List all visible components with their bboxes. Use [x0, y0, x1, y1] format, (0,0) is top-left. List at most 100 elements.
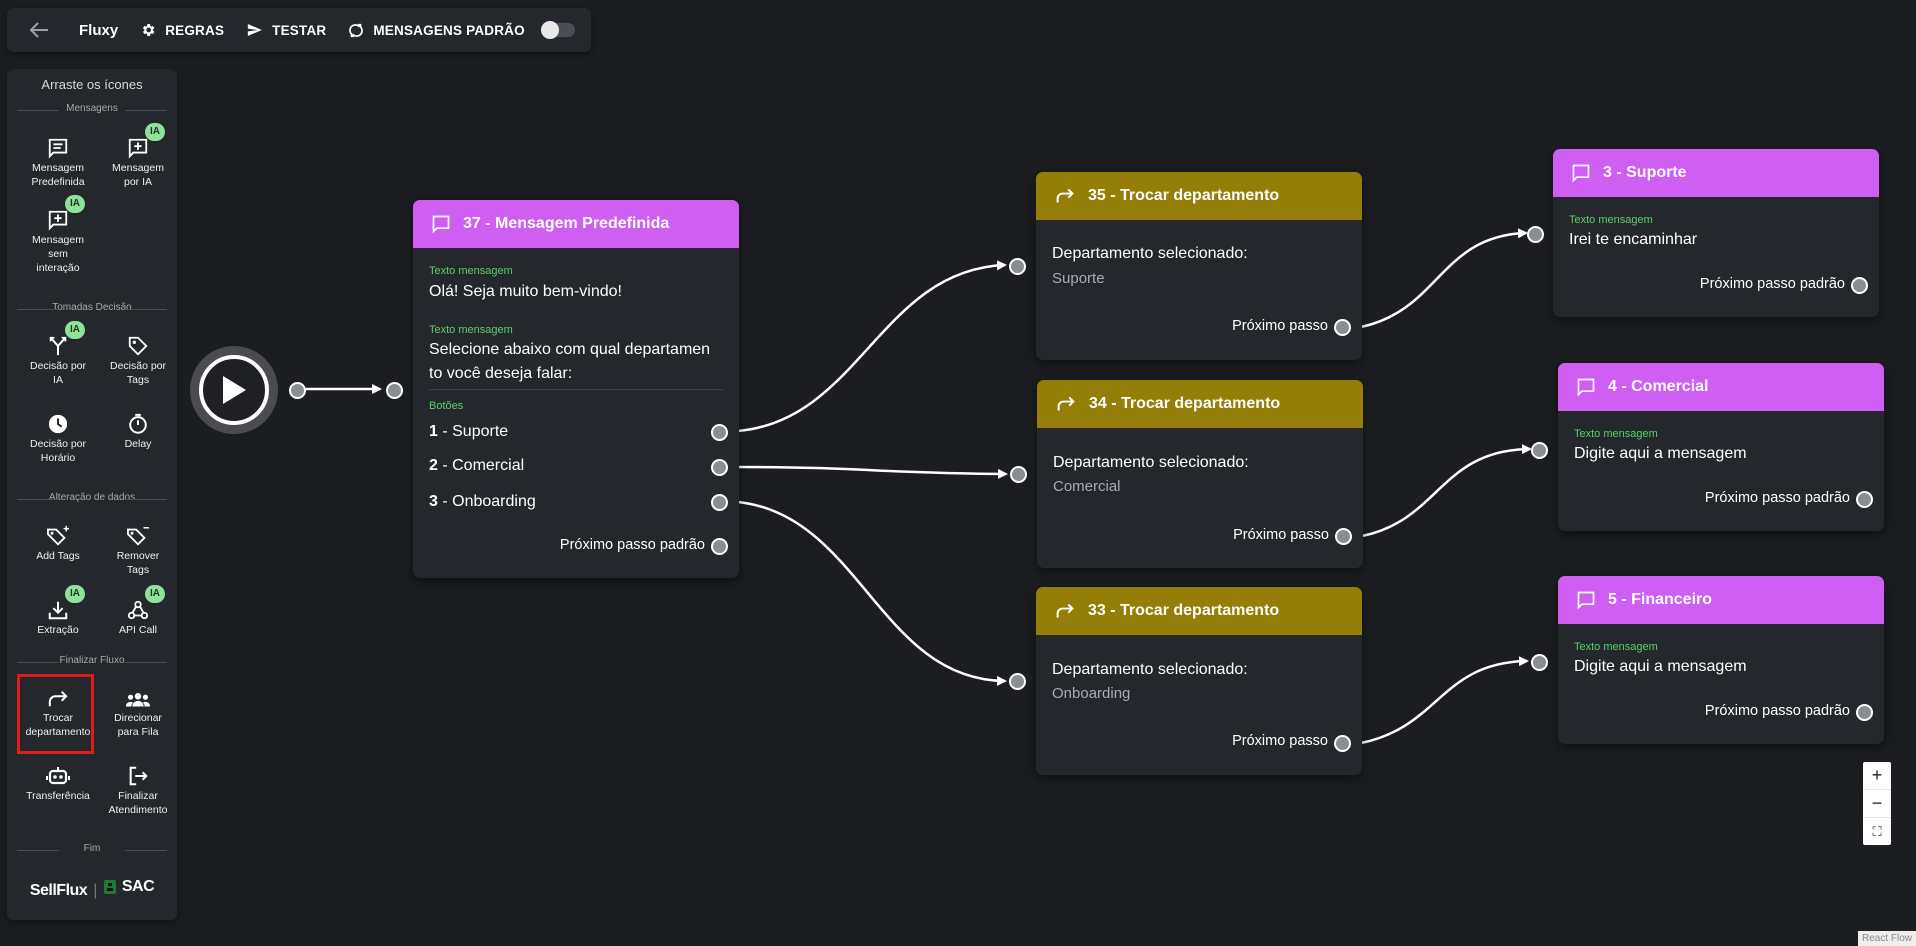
tool-predefined-message[interactable]: Mensagem Predefinida — [21, 133, 95, 189]
start-node[interactable] — [190, 346, 278, 434]
edge-35-3 — [1360, 228, 1528, 329]
back-button[interactable] — [25, 16, 53, 44]
next-step-port[interactable] — [1335, 528, 1352, 545]
tool-api-call[interactable]: IA API Call — [101, 585, 175, 637]
button-3-port[interactable] — [711, 494, 728, 511]
edge-34-4 — [1361, 444, 1532, 538]
node-35-input-port[interactable] — [1009, 258, 1026, 275]
button-1-port[interactable] — [711, 424, 728, 441]
tool-delay[interactable]: Delay — [101, 409, 175, 451]
button-option-1: 1 - Suporte — [429, 423, 509, 440]
edge-37-35 — [737, 260, 1007, 433]
message-plus-icon — [48, 210, 68, 231]
default-next-port[interactable] — [1856, 491, 1873, 508]
group-icon — [125, 693, 151, 707]
message-text: Irei te encaminhar — [1569, 231, 1698, 248]
node-title: 33 - Trocar departamento — [1088, 602, 1280, 619]
department-value: Onboarding — [1052, 685, 1131, 702]
ai-badge: IA — [145, 585, 165, 603]
tool-label: Decisão por — [29, 360, 87, 372]
start-output-port[interactable] — [289, 382, 306, 399]
tool-time-decision[interactable]: Decisão por Horário — [21, 409, 95, 465]
tool-change-department[interactable]: Trocar departamento — [21, 683, 95, 739]
default-next-port[interactable] — [1856, 704, 1873, 721]
node-5-financial[interactable]: 5 - Financeiro Texto mensagem Digite aqu… — [1558, 576, 1884, 744]
fork-icon — [49, 336, 67, 356]
node-3-support[interactable]: 3 - Suporte Texto mensagem Irei te encam… — [1553, 149, 1879, 317]
node-37-input-port[interactable] — [386, 382, 403, 399]
tool-no-interaction-message[interactable]: IA Mensagem sem interação — [21, 195, 95, 275]
play-icon — [223, 376, 246, 404]
node-3-input-port[interactable] — [1527, 226, 1544, 243]
message-icon — [48, 138, 68, 159]
sellflux-logo: SellFlux — [29, 882, 88, 899]
tool-label: Horário — [40, 452, 76, 464]
tool-label: Extração — [37, 624, 79, 636]
default-next-label: Próximo passo padrão — [559, 537, 705, 553]
node-header: 34 - Trocar departamento — [1037, 380, 1363, 428]
default-next-port[interactable] — [1851, 277, 1868, 294]
node-header: 3 - Suporte — [1553, 149, 1879, 197]
fit-view-button[interactable]: ⛶ — [1872, 823, 1882, 839]
node-4-input-port[interactable] — [1531, 442, 1548, 459]
section-messages: Mensagens — [17, 103, 167, 117]
zoom-out-button[interactable]: − — [1863, 790, 1891, 818]
message-text: Digite aqui a mensagem — [1574, 658, 1747, 675]
brand-logos: SellFlux|SAC — [29, 878, 155, 899]
next-step-port[interactable] — [1334, 319, 1351, 336]
tool-label: Remover — [116, 550, 160, 562]
message-text-line1: Selecione abaixo com qual departamen — [429, 341, 711, 358]
default-messages-button[interactable]: MENSAGENS PADRÃO — [348, 22, 525, 39]
node-title: 37 - Mensagem Predefinida — [463, 215, 670, 232]
tool-label: Tags — [126, 564, 150, 576]
rules-button[interactable]: REGRAS — [140, 22, 224, 38]
message-text: Digite aqui a mensagem — [1574, 445, 1747, 462]
node-5-input-port[interactable] — [1531, 654, 1548, 671]
edge-37-33 — [737, 500, 1007, 686]
buttons-label: Botões — [429, 400, 464, 412]
node-34-input-port[interactable] — [1010, 466, 1027, 483]
node-33-change-department[interactable]: 33 - Trocar departamento Departamento se… — [1036, 587, 1362, 775]
tool-transfer[interactable]: Transferência — [21, 761, 95, 803]
tool-ai-message[interactable]: IA Mensagem por IA — [101, 123, 175, 189]
clock-icon — [48, 414, 68, 434]
tool-label: Mensagem — [32, 234, 84, 246]
node-34-change-department[interactable]: 34 - Trocar departamento Departamento se… — [1037, 380, 1363, 568]
top-toolbar: Fluxy REGRAS TESTAR MENSAGENS PADRÃO — [7, 8, 591, 52]
message-text-label: Texto mensagem — [429, 324, 513, 336]
tag-icon — [128, 336, 148, 356]
tool-ai-decision[interactable]: IA Decisão por IA — [21, 321, 95, 387]
default-next-label: Próximo passo padrão — [1699, 276, 1845, 292]
tool-label: IA — [53, 374, 63, 386]
tool-direct-to-queue[interactable]: Direcionar para Fila — [101, 683, 175, 739]
department-label: Departamento selecionado: — [1053, 454, 1249, 471]
node-header: 33 - Trocar departamento — [1036, 587, 1362, 635]
tool-add-tags[interactable]: Add Tags — [21, 521, 95, 563]
zoom-in-button[interactable]: + — [1863, 762, 1891, 790]
tool-tag-decision[interactable]: Decisão por Tags — [101, 331, 175, 387]
tool-extraction[interactable]: IA Extração — [21, 585, 95, 637]
section-data: Alteração de dados — [17, 492, 167, 506]
divider — [429, 389, 723, 390]
default-messages-toggle[interactable] — [540, 21, 575, 39]
node-33-input-port[interactable] — [1009, 673, 1026, 690]
node-37-predefined-message[interactable]: 37 - Mensagem Predefinida Texto mensagem… — [413, 200, 739, 578]
next-step-port[interactable] — [1334, 735, 1351, 752]
default-messages-label: MENSAGENS PADRÃO — [373, 22, 525, 38]
timer-icon — [129, 413, 147, 434]
node-35-change-department[interactable]: 35 - Trocar departamento Departamento se… — [1036, 172, 1362, 360]
tool-remove-tags[interactable]: Remover Tags — [101, 521, 175, 577]
tool-label: Mensagem — [32, 162, 84, 174]
default-next-port[interactable] — [711, 538, 728, 555]
react-flow-attribution[interactable]: React Flow — [1857, 931, 1916, 946]
default-next-label: Próximo passo padrão — [1704, 490, 1850, 506]
tool-end-service[interactable]: Finalizar Atendimento — [101, 761, 175, 817]
tool-label: sem — [48, 248, 68, 260]
test-button[interactable]: TESTAR — [246, 22, 326, 38]
message-text-label: Texto mensagem — [1574, 641, 1658, 653]
button-2-port[interactable] — [711, 459, 728, 476]
share-arrow-icon — [1056, 603, 1074, 618]
logout-icon — [129, 766, 148, 786]
node-4-commercial[interactable]: 4 - Comercial Texto mensagem Digite aqui… — [1558, 363, 1884, 531]
